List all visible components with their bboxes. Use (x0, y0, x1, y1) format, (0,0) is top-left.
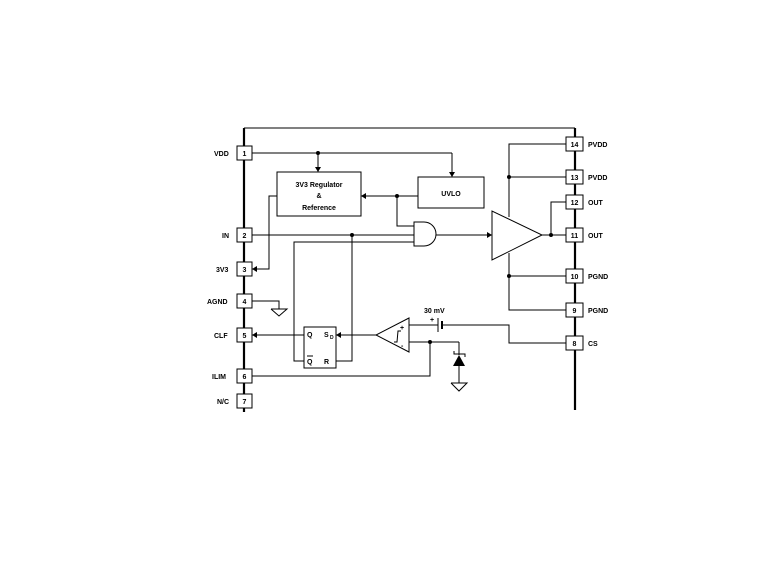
svg-text:S: S (324, 332, 329, 339)
svg-text:12: 12 (571, 200, 579, 207)
svg-text:PGND: PGND (588, 308, 608, 315)
svg-text:2: 2 (243, 233, 247, 240)
zener-diode (450, 351, 469, 392)
source-30mv: 30 mV + (409, 308, 566, 344)
svg-text:10: 10 (571, 274, 579, 281)
svg-text:R: R (324, 359, 329, 366)
svg-text:1: 1 (243, 151, 247, 158)
right-pin-14: 14 PVDD (565, 136, 607, 152)
svg-text:PGND: PGND (588, 274, 608, 281)
right-pin-8: 8 CS (565, 335, 598, 351)
in-to-reset-wire (336, 235, 353, 362)
ilim-net (252, 340, 460, 377)
right-pin-10: 10 PGND (565, 268, 608, 284)
svg-text:+: + (400, 325, 404, 332)
svg-text:OUT: OUT (588, 200, 604, 207)
pgnd-wire (508, 253, 566, 311)
svg-text:11: 11 (571, 233, 579, 240)
svg-text:ILIM: ILIM (212, 374, 226, 381)
output-driver (491, 210, 544, 261)
and-gate (413, 221, 437, 247)
svg-text:3V3 Regulator: 3V3 Regulator (295, 182, 342, 189)
left-pin-1: 1 VDD (214, 145, 253, 161)
svg-text:6: 6 (243, 374, 247, 381)
qbar-feedback-wire (293, 241, 414, 362)
svg-text:30 mV: 30 mV (424, 308, 445, 315)
left-pin-7: 7 N/C (217, 393, 253, 409)
svg-text:VDD: VDD (214, 151, 229, 158)
svg-text:D: D (330, 335, 334, 341)
comparator-out-wire (336, 332, 376, 338)
right-pin-12: 12 OUT (565, 194, 604, 210)
svg-text:5: 5 (243, 333, 247, 340)
svg-text:UVLO: UVLO (441, 191, 461, 198)
regulator-block: 3V3 Regulator & Reference (276, 171, 362, 217)
svg-text:8: 8 (573, 341, 577, 348)
right-pin-13: 13 PVDD (565, 169, 607, 185)
svg-text:N/C: N/C (217, 399, 229, 406)
svg-text:&: & (316, 193, 321, 200)
agnd-ground-icon (252, 300, 289, 317)
left-pin-2: 2 IN (222, 227, 253, 243)
uvlo-block: UVLO (417, 176, 485, 209)
svg-text:CLF: CLF (214, 333, 228, 340)
svg-text:Reference: Reference (302, 205, 336, 212)
pvdd-wire (508, 143, 566, 217)
left-pin-6: 6 ILIM (212, 368, 253, 384)
svg-text:AGND: AGND (207, 299, 228, 306)
right-pin-11: 11 OUT (565, 227, 604, 243)
svg-text:Q: Q (307, 359, 313, 366)
q-to-clf-wire (252, 332, 304, 338)
svg-text:7: 7 (243, 399, 247, 406)
svg-text:IN: IN (222, 233, 229, 240)
svg-text:4: 4 (243, 299, 247, 306)
svg-text:-: - (401, 343, 404, 350)
flip-flop: Q S D Q R (303, 326, 337, 369)
comparator: + - (374, 317, 410, 353)
right-pin-9: 9 PGND (565, 302, 608, 318)
left-pin-3: 3 3V3 (216, 261, 253, 277)
regulator-to-3v3-wire (252, 195, 277, 272)
svg-text:3: 3 (243, 267, 247, 274)
svg-text:Q: Q (307, 332, 313, 339)
svg-text:PVDD: PVDD (588, 175, 607, 182)
svg-text:3V3: 3V3 (216, 267, 229, 274)
svg-text:9: 9 (573, 308, 577, 315)
svg-text:PVDD: PVDD (588, 142, 607, 149)
uvlo-to-regulator-wire (361, 193, 418, 227)
svg-text:14: 14 (571, 142, 579, 149)
left-pin-4: 4 AGND (207, 293, 253, 309)
vdd-net (252, 151, 455, 177)
left-pin-5: 5 CLF (214, 327, 253, 343)
svg-text:CS: CS (588, 341, 598, 348)
svg-text:OUT: OUT (588, 233, 604, 240)
svg-text:13: 13 (571, 175, 579, 182)
svg-text:+: + (430, 317, 434, 324)
